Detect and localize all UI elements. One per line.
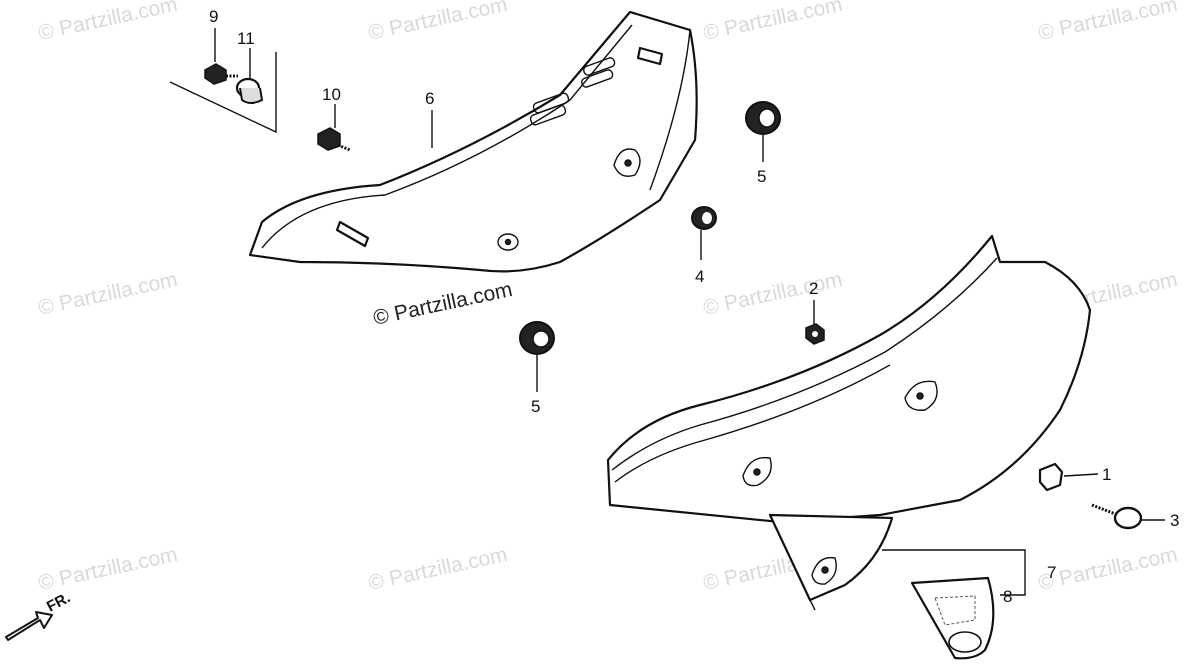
nut-icon[interactable] xyxy=(805,300,825,345)
watermark: © Partzilla.com xyxy=(366,543,509,595)
watermark-dark: © Partzilla.com xyxy=(371,278,514,330)
callout-1[interactable]: 1 xyxy=(1102,465,1111,484)
grommet-icon[interactable] xyxy=(745,101,781,162)
bracket-lines xyxy=(169,52,277,134)
callout-8[interactable]: 8 xyxy=(1003,587,1012,606)
callout-2[interactable]: 2 xyxy=(809,279,818,298)
callout-7[interactable]: 7 xyxy=(1047,563,1056,582)
watermark: © Partzilla.com xyxy=(371,278,514,330)
callout-3[interactable]: 3 xyxy=(1170,511,1179,530)
watermark: © Partzilla.com xyxy=(36,268,179,320)
side-cover-right[interactable] xyxy=(606,234,1092,611)
watermark: © Partzilla.com xyxy=(701,0,844,45)
callout-6[interactable]: 6 xyxy=(425,89,434,108)
callout-5-lower[interactable]: 5 xyxy=(531,397,540,416)
watermark: © Partzilla.com xyxy=(701,268,844,320)
screw-icon[interactable] xyxy=(317,104,351,152)
callout-9[interactable]: 9 xyxy=(209,7,218,26)
watermark: © Partzilla.com xyxy=(36,543,179,595)
key-bolt-icon[interactable] xyxy=(1091,503,1165,530)
callout-5-top[interactable]: 5 xyxy=(757,167,766,186)
watermark: © Partzilla.com xyxy=(1036,0,1179,45)
watermark: © Partzilla.com xyxy=(36,0,179,45)
watermark: © Partzilla.com xyxy=(1036,543,1179,595)
watermark: © Partzilla.com xyxy=(366,0,509,45)
leader-7 xyxy=(882,549,1026,596)
callout-layer: 9 11 10 6 5 4 2 5 1 3 7 8 xyxy=(209,7,1179,606)
direction-arrow-icon: FR. xyxy=(5,589,73,641)
grommet-icon[interactable] xyxy=(691,206,717,260)
callout-10[interactable]: 10 xyxy=(322,85,341,104)
side-cover-left[interactable] xyxy=(248,10,698,273)
collar-icon[interactable] xyxy=(235,48,264,104)
grommet-icon[interactable] xyxy=(519,321,555,392)
bolt-collar-icon[interactable] xyxy=(1038,462,1099,492)
screw-icon[interactable] xyxy=(204,28,238,85)
callout-11[interactable]: 11 xyxy=(237,29,255,48)
callout-4[interactable]: 4 xyxy=(695,267,704,286)
caution-label-icon[interactable] xyxy=(910,576,995,660)
